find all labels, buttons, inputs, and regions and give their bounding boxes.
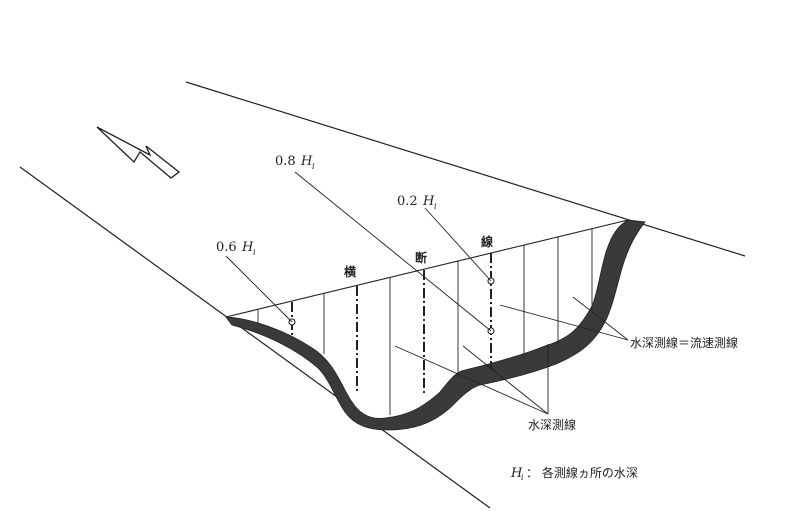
label-0.8: 0.8 xyxy=(275,154,296,169)
riverbed-profile xyxy=(225,219,646,431)
depth-line-label: 水深測線 xyxy=(528,417,576,432)
water-surface-line xyxy=(225,219,629,318)
depth-equals-velocity-line-label: 水深測線＝流速測線 xyxy=(630,335,738,350)
measurement-points xyxy=(288,277,495,335)
lower-bank-line xyxy=(19,166,491,509)
legend-text: ： 各測線ヵ所の水深 xyxy=(526,465,638,480)
upper-bank-line xyxy=(185,81,746,257)
label-0.6: 0.6 xyxy=(216,240,237,255)
label-0.2-H: H xyxy=(422,194,435,209)
flow-direction-arrow-icon xyxy=(96,126,181,179)
label-0.6-H: H xyxy=(241,240,254,255)
label-0.2-sub-i: i xyxy=(434,202,437,211)
label-0.8-H: H xyxy=(300,154,313,169)
cross-section-label-sen: 線 xyxy=(481,234,493,249)
leader-lines xyxy=(225,171,629,415)
label-0.2: 0.2 xyxy=(397,194,418,209)
thin-sounding-lines xyxy=(257,229,593,415)
cross-section-label-yoko: 横 xyxy=(344,264,357,279)
label-0.6-sub-i: i xyxy=(253,248,256,257)
label-0.8-sub-i: i xyxy=(312,162,315,171)
cross-section-label-dan: 断 xyxy=(415,250,427,265)
legend-sub-i: i xyxy=(521,473,524,482)
legend-H: H xyxy=(510,466,523,481)
